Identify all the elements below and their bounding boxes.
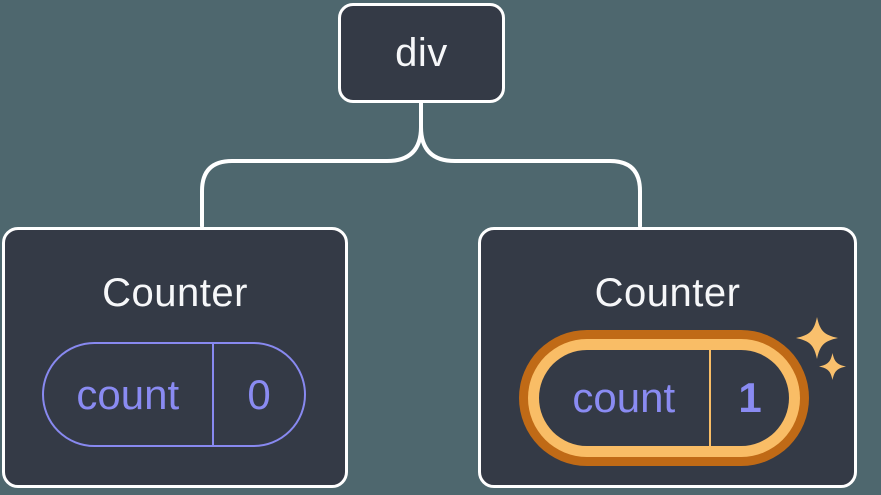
root-node-div: div xyxy=(338,3,505,103)
counter-card-left: Counter count 0 xyxy=(2,227,348,488)
counter-title: Counter xyxy=(102,271,248,315)
pill-divider xyxy=(708,350,711,446)
connector-left-branch xyxy=(200,99,423,228)
state-pill: count 0 xyxy=(42,342,306,447)
pill-highlight-ring: count 1 xyxy=(528,339,800,457)
counter-card-right: Counter count 1 xyxy=(478,227,857,488)
connector-right-branch xyxy=(419,99,642,228)
root-node-label: div xyxy=(395,30,448,75)
state-key-label: count xyxy=(572,374,676,421)
state-value: 1 xyxy=(738,374,762,421)
state-pill: count 1 xyxy=(539,350,789,446)
pill-divider xyxy=(211,344,214,445)
state-value: 0 xyxy=(247,370,271,418)
state-key-label: count xyxy=(76,370,180,418)
counter-title: Counter xyxy=(594,271,741,315)
state-pill-highlighted: count 1 xyxy=(519,330,809,466)
